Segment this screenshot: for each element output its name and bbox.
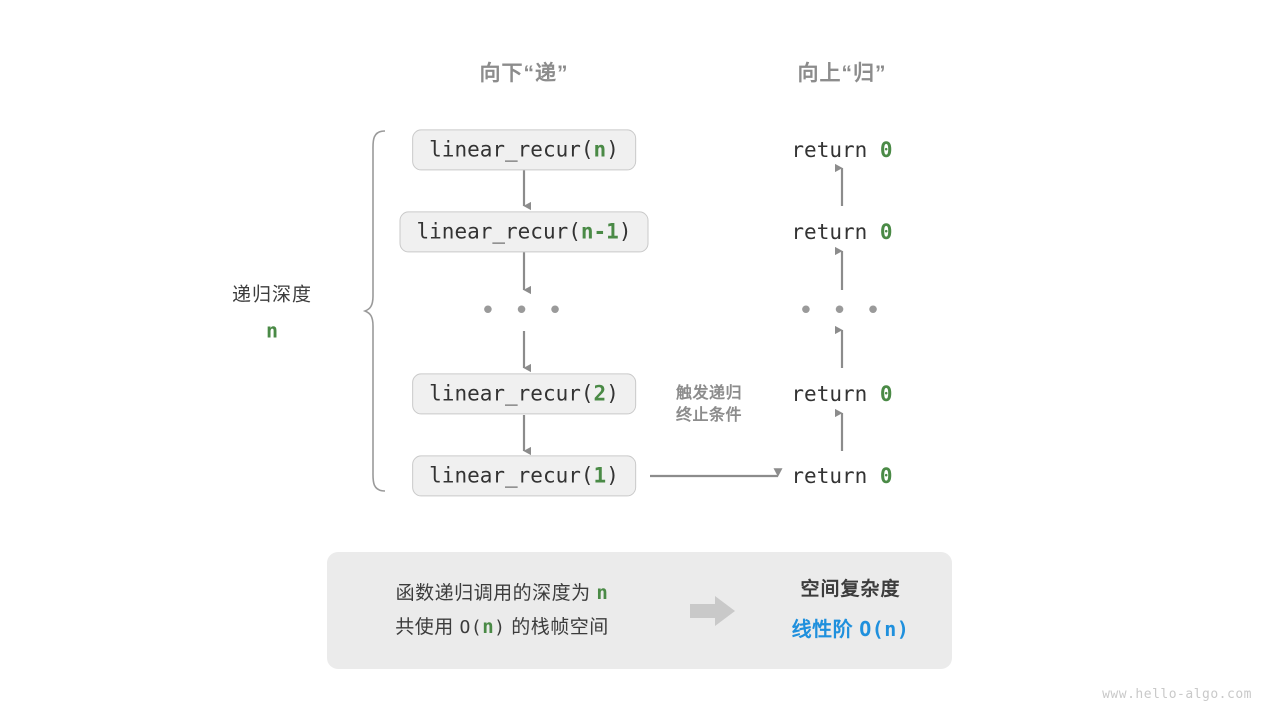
summary-line-1-var: n <box>596 582 609 605</box>
depth-brace <box>362 130 386 492</box>
return-keyword: return <box>791 220 868 244</box>
call-box-arg: n <box>593 137 607 162</box>
return-value: 0 <box>879 138 893 162</box>
summary-bigo-close: ) <box>494 616 506 638</box>
right-block-arrow-icon <box>690 595 735 626</box>
column-header-ascend: 向上“归” <box>797 62 887 85</box>
summary-line-2-text-b: 的栈帧空间 <box>511 616 609 638</box>
call-box-n[interactable]: linear_recur(n) <box>412 129 636 171</box>
call-box-prefix: linear_recur( <box>429 137 594 162</box>
base-case-note: 触发递归 终止条件 <box>676 383 742 426</box>
watermark: www.hello-algo.com <box>1102 687 1252 702</box>
summary-result: 空间复杂度 线性阶 O(n) <box>749 574 952 647</box>
base-case-note-line2: 终止条件 <box>675 406 743 424</box>
call-stack-ellipsis: • • • <box>480 296 568 326</box>
call-box-suffix: ) <box>606 463 619 488</box>
complexity-summary-panel: 函数递归调用的深度为 n 共使用 O(n) 的栈帧空间 空间复杂度 线性阶 O(… <box>327 552 952 669</box>
summary-line-2: 共使用 O(n) 的栈帧空间 <box>327 611 677 644</box>
summary-line-1-text: 函数递归调用的深度为 <box>395 583 591 605</box>
summary-line-2-text-a: 共使用 <box>395 616 454 638</box>
recursion-depth-text: 递归深度 <box>231 284 313 306</box>
return-keyword: return <box>791 382 868 406</box>
call-box-suffix: ) <box>606 137 619 162</box>
call-box-suffix: ) <box>618 219 632 244</box>
call-box-suffix: ) <box>606 381 619 406</box>
call-box-arg: n-1 <box>580 219 619 244</box>
return-label-2: return 0 <box>791 220 892 244</box>
call-box-prefix: linear_recur( <box>429 463 594 488</box>
call-box-prefix: linear_recur( <box>416 219 581 244</box>
call-box-arg: 1 <box>593 463 607 488</box>
return-keyword: return <box>791 138 868 162</box>
return-value: 0 <box>879 382 893 406</box>
recursion-depth-variable: n <box>265 318 279 343</box>
call-box-2[interactable]: linear_recur(2) <box>412 373 636 415</box>
summary-line-1: 函数递归调用的深度为 n <box>327 577 677 610</box>
column-header-descend: 向下“递” <box>479 62 569 85</box>
return-value: 0 <box>879 464 893 488</box>
summary-result-bigo: O(n) <box>859 617 910 642</box>
summary-bigo-open: O( <box>459 616 483 638</box>
return-label-1: return 0 <box>791 138 892 162</box>
summary-result-title: 空间复杂度 <box>800 578 901 600</box>
return-keyword: return <box>791 464 868 488</box>
summary-result-value: 线性阶 O(n) <box>749 612 952 647</box>
base-case-note-line1: 触发递归 <box>675 385 743 402</box>
recursion-depth-label: 递归深度 n <box>232 280 312 343</box>
summary-description: 函数递归调用的深度为 n 共使用 O(n) 的栈帧空间 <box>327 577 677 644</box>
return-label-4: return 0 <box>791 464 892 488</box>
summary-arrow-wrap <box>677 595 749 627</box>
return-ellipsis: • • • <box>798 296 886 326</box>
return-value: 0 <box>879 220 893 244</box>
call-box-arg: 2 <box>593 381 607 406</box>
call-box-1[interactable]: linear_recur(1) <box>412 455 636 497</box>
return-label-3: return 0 <box>791 382 892 406</box>
call-box-n-minus-1[interactable]: linear_recur(n-1) <box>399 211 649 253</box>
summary-result-order: 线性阶 <box>791 619 854 642</box>
call-box-prefix: linear_recur( <box>429 381 594 406</box>
summary-bigo-var: n <box>482 615 495 638</box>
